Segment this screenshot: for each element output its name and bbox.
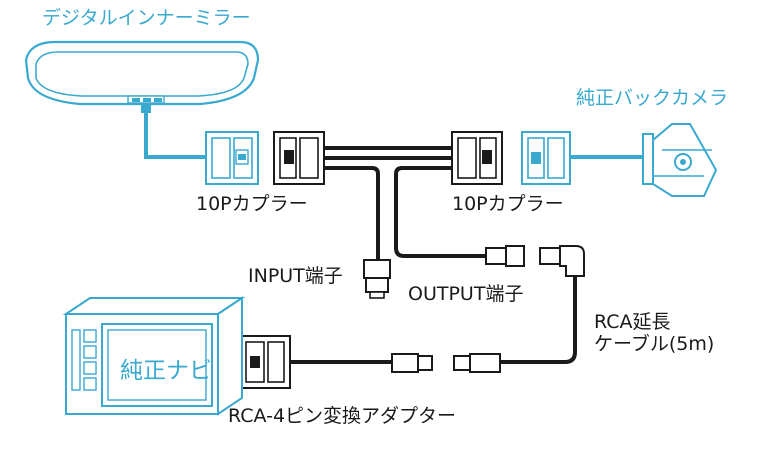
coupler-right-blue — [521, 131, 571, 185]
coupler-left-black — [273, 131, 325, 185]
output-terminal-label: OUTPUT端子 — [408, 283, 524, 305]
input-terminal-label: INPUT端子 — [248, 265, 343, 287]
rca-adapter-label: RCA-4ピン変換アダプター — [228, 405, 457, 427]
stock-navi-unit — [62, 296, 246, 416]
coupler-right-black — [451, 131, 503, 185]
rear-camera — [642, 123, 718, 197]
stock-navi-label: 純正ナビ — [120, 358, 212, 384]
rca-adapter — [239, 335, 433, 389]
rca-extension-cable — [453, 245, 585, 373]
rca-extension-label: RCA延長 ケーブル(5m) — [594, 311, 715, 355]
output-terminal-plug — [485, 245, 525, 267]
input-terminal-plug — [363, 259, 391, 299]
coupler-right-label: 10Pカプラー — [452, 193, 564, 215]
mirror-cable — [144, 113, 211, 159]
harness-cables — [324, 146, 490, 262]
rear-camera-label: 純正バックカメラ — [576, 87, 729, 109]
coupler-left-blue — [205, 131, 259, 185]
coupler-left-label: 10Pカプラー — [196, 193, 308, 215]
digital-mirror-label: デジタルインナーミラー — [42, 7, 251, 29]
digital-mirror — [24, 40, 260, 113]
